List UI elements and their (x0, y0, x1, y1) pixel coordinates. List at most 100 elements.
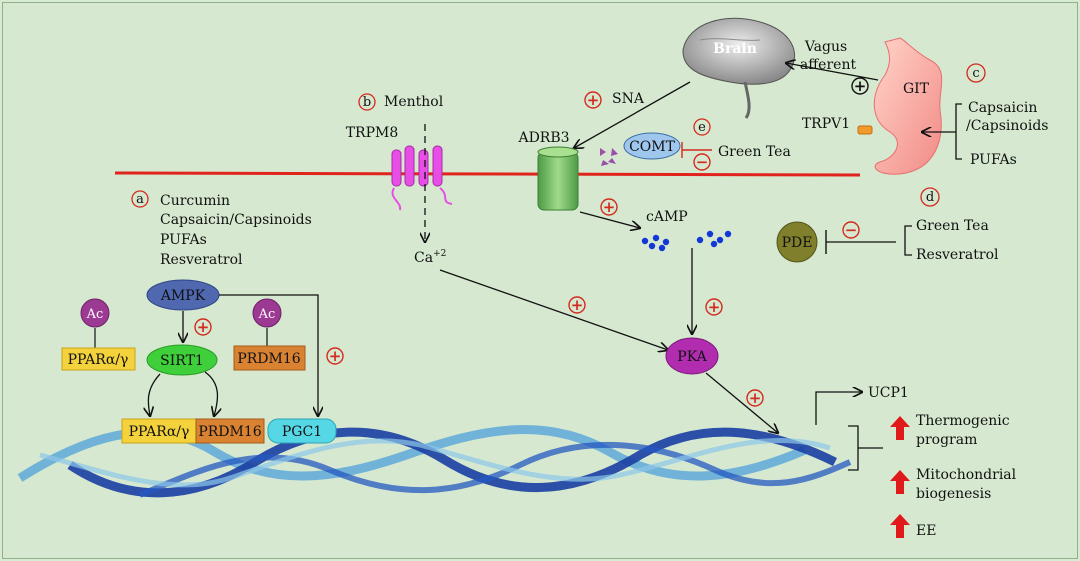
sirt1-to-prdm16-arrow (204, 371, 217, 416)
panel-letter-b: b (358, 93, 376, 111)
up-arrow-mito-icon (890, 470, 910, 494)
git-label: GIT (903, 81, 930, 97)
svg-text:+: + (329, 347, 342, 365)
ca-pka-plus-sign: + (568, 296, 586, 314)
d-item-resveratrol: Resveratrol (916, 247, 999, 263)
adrb3-to-camp-arrow (579, 211, 640, 228)
pgc1-plus-sign: + (326, 347, 344, 365)
pka-label: PKA (677, 349, 707, 365)
c-item-pufas: PUFAs (970, 152, 1017, 168)
a-item-resveratrol: Resveratrol (160, 252, 243, 268)
ca-label: Ca+2 (414, 249, 446, 266)
menthol-label: Menthol (384, 94, 444, 110)
trpm8-channel (391, 145, 453, 211)
pde-minus-sign: − (842, 221, 860, 239)
pgc1-label-dna: PGC1 (282, 424, 322, 440)
ac-left-node (80, 298, 110, 328)
pka-node (665, 337, 719, 375)
svg-text:d: d (926, 190, 934, 205)
c-item-capsinoids: /Capsinoids (966, 118, 1048, 134)
ppar-box-top (61, 347, 136, 371)
trpv1-label: TRPV1 (802, 116, 850, 132)
sirt1-label: SIRT1 (160, 353, 204, 369)
green-tea-e-label: Green Tea (718, 144, 791, 160)
prdm16-label-top: PRDM16 (237, 351, 300, 367)
ppar-label-top: PPARα/γ (68, 352, 129, 368)
d-item-green-tea: Green Tea (916, 218, 989, 234)
camp-dots (641, 230, 732, 252)
svg-text:+: + (854, 77, 867, 95)
svg-text:+: + (571, 296, 584, 314)
svg-text:a: a (136, 192, 144, 207)
svg-text:+: + (197, 318, 210, 336)
ampk-label: AMPK (160, 288, 206, 304)
comt-minus-sign: − (693, 153, 711, 171)
sna-label: SNA (612, 91, 645, 107)
trpm8-label: TRPM8 (346, 125, 399, 141)
svg-text:c: c (972, 66, 979, 81)
regulation-signs: + + − + − + + + + + (194, 77, 869, 407)
svg-text:+: + (603, 198, 616, 216)
svg-text:b: b (363, 95, 371, 110)
a-item-pufas: PUFAs (160, 232, 207, 248)
mito-line1: Mitochondrial (916, 467, 1017, 483)
comt-node (623, 132, 681, 160)
vagus-label-line2: afferent (800, 57, 857, 73)
ac-left-label: Ac (86, 307, 104, 322)
ca-to-pka-arrow (439, 269, 668, 350)
ac-right-label: Ac (258, 307, 276, 322)
camp-plus-sign: + (600, 198, 618, 216)
mito-line2: biogenesis (916, 486, 991, 502)
sirt1-node (146, 344, 218, 376)
comt-label: COMT (629, 139, 676, 155)
camp-label: cAMP (646, 209, 688, 225)
pgc1-box-dna (267, 418, 337, 444)
panel-letter-a: a (131, 190, 149, 208)
ppar-label-dna: PPARα/γ (129, 424, 190, 440)
pde-label: PDE (782, 235, 813, 251)
adrb3-label: ADRB3 (517, 130, 569, 146)
c-item-capsaicin: Capsaicin (968, 100, 1037, 116)
a-item-capsaicin: Capsaicin/Capsinoids (160, 212, 312, 228)
prdm16-label-dna: PRDM16 (198, 424, 261, 440)
ampk-to-pgc1-arrow (219, 294, 318, 416)
svg-text:e: e (698, 120, 706, 135)
pde-node (776, 221, 818, 263)
pka-to-dna-arrow (705, 372, 778, 433)
pka-dna-plus-sign: + (746, 389, 764, 407)
adrb3-receptor (537, 146, 579, 211)
panel-letter-d: d (920, 187, 940, 207)
a-item-curcumin: Curcumin (160, 193, 230, 209)
up-arrow-ee-icon (890, 514, 910, 538)
stomach-icon (857, 37, 943, 175)
prdm16-box-dna (195, 418, 265, 444)
thermogenic-line1: Thermogenic (916, 413, 1010, 429)
sna-plus-sign: + (584, 91, 602, 109)
d-bracket (904, 225, 912, 256)
ligand-icon (600, 148, 618, 166)
ucp1-arrow (815, 392, 862, 425)
sirt1-to-ppar-arrow (148, 373, 161, 416)
svg-text:−: − (696, 153, 709, 171)
ampk-sirt1-plus-sign: + (194, 318, 212, 336)
panel-letter-c: c (966, 63, 986, 83)
ac-right-node (252, 298, 282, 328)
sna-arrow (574, 81, 691, 148)
svg-text:+: + (587, 91, 600, 109)
c-bracket (955, 103, 962, 160)
ee-label: EE (916, 523, 936, 539)
svg-text:+: + (749, 389, 762, 407)
svg-text:−: − (845, 221, 858, 239)
svg-text:+: + (708, 298, 721, 316)
vagus-label-line1: Vagus (804, 39, 847, 55)
vagus-arrow (786, 63, 879, 81)
ppar-box-dna (121, 418, 197, 444)
thermogenic-line2: program (916, 432, 977, 448)
brain-icon (682, 17, 796, 119)
vagus-plus-sign: + (851, 77, 869, 95)
camp-pka-plus-sign: + (705, 298, 723, 316)
ucp1-label: UCP1 (868, 385, 909, 401)
brain-label: Brain (713, 41, 757, 57)
prdm16-box-top (233, 345, 306, 371)
